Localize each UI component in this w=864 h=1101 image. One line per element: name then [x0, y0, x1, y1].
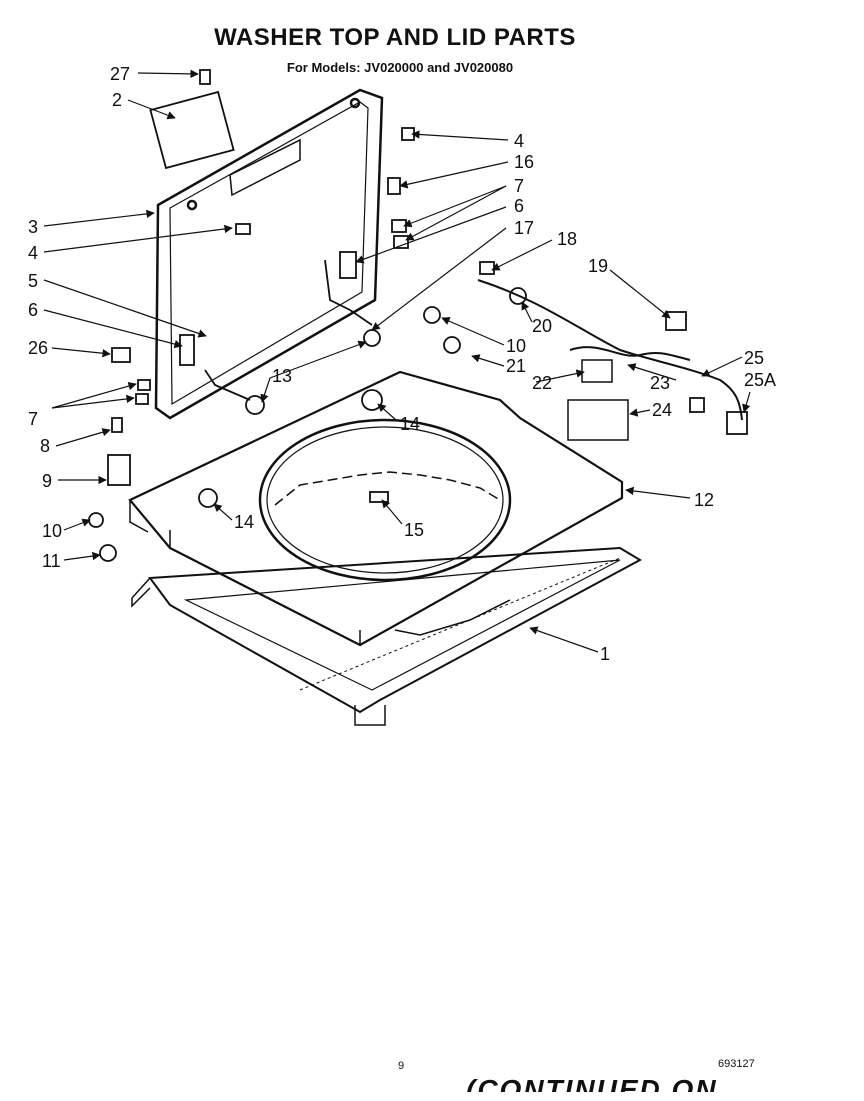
callout-14: 14 — [400, 414, 420, 434]
callout-2: 2 — [112, 90, 122, 110]
callout-22: 22 — [532, 373, 552, 393]
callout-1: 1 — [600, 644, 610, 664]
callout-15: 15 — [404, 520, 424, 540]
callout-27: 27 — [110, 64, 130, 84]
callout-13: 13 — [272, 366, 292, 386]
lid-frame — [154, 88, 384, 420]
callout-21: 21 — [506, 356, 526, 376]
callout-25a: 25A — [744, 370, 776, 390]
callout-4: 4 — [28, 243, 38, 263]
washer-top-panel — [128, 370, 624, 647]
callout-10: 10 — [42, 521, 62, 541]
document-number: 693127 — [718, 1058, 755, 1070]
callout-12: 12 — [694, 490, 714, 510]
callout-4: 4 — [514, 131, 524, 151]
callout-26: 26 — [28, 338, 48, 358]
callout-14: 14 — [234, 512, 254, 532]
page-number: 9 — [398, 1060, 405, 1072]
callout-11: 11 — [42, 551, 61, 571]
callout-18: 18 — [557, 229, 577, 249]
wire-harness — [477, 279, 743, 441]
callout-20: 20 — [532, 316, 552, 336]
callout-10: 10 — [506, 336, 526, 356]
callout-24: 24 — [652, 400, 672, 420]
small-parts — [88, 69, 748, 562]
callout-7: 7 — [514, 176, 524, 196]
continued-note: (CONTINUED ON ... — [466, 1074, 757, 1092]
callout-25: 25 — [744, 348, 764, 368]
callout-17: 17 — [514, 218, 534, 238]
callout-labels: 27 2 4 16 7 6 17 18 19 3 4 5 6 26 7 8 9 … — [28, 64, 776, 664]
diagram-title: WASHER TOP AND LID PARTS — [214, 24, 576, 51]
washer-base-cabinet-top — [131, 546, 643, 726]
callout-19: 19 — [588, 256, 608, 276]
diagram-subtitle: For Models: JV020000 and JV020080 — [286, 60, 514, 75]
callout-6: 6 — [514, 196, 524, 216]
callout-6: 6 — [28, 300, 38, 320]
callout-8: 8 — [40, 436, 50, 456]
callout-7: 7 — [28, 409, 38, 429]
callout-3: 3 — [28, 217, 38, 237]
callout-5: 5 — [28, 271, 38, 291]
callout-23: 23 — [650, 373, 670, 393]
leader-lines — [43, 69, 751, 653]
callout-9: 9 — [42, 471, 52, 491]
callout-16: 16 — [514, 152, 534, 172]
